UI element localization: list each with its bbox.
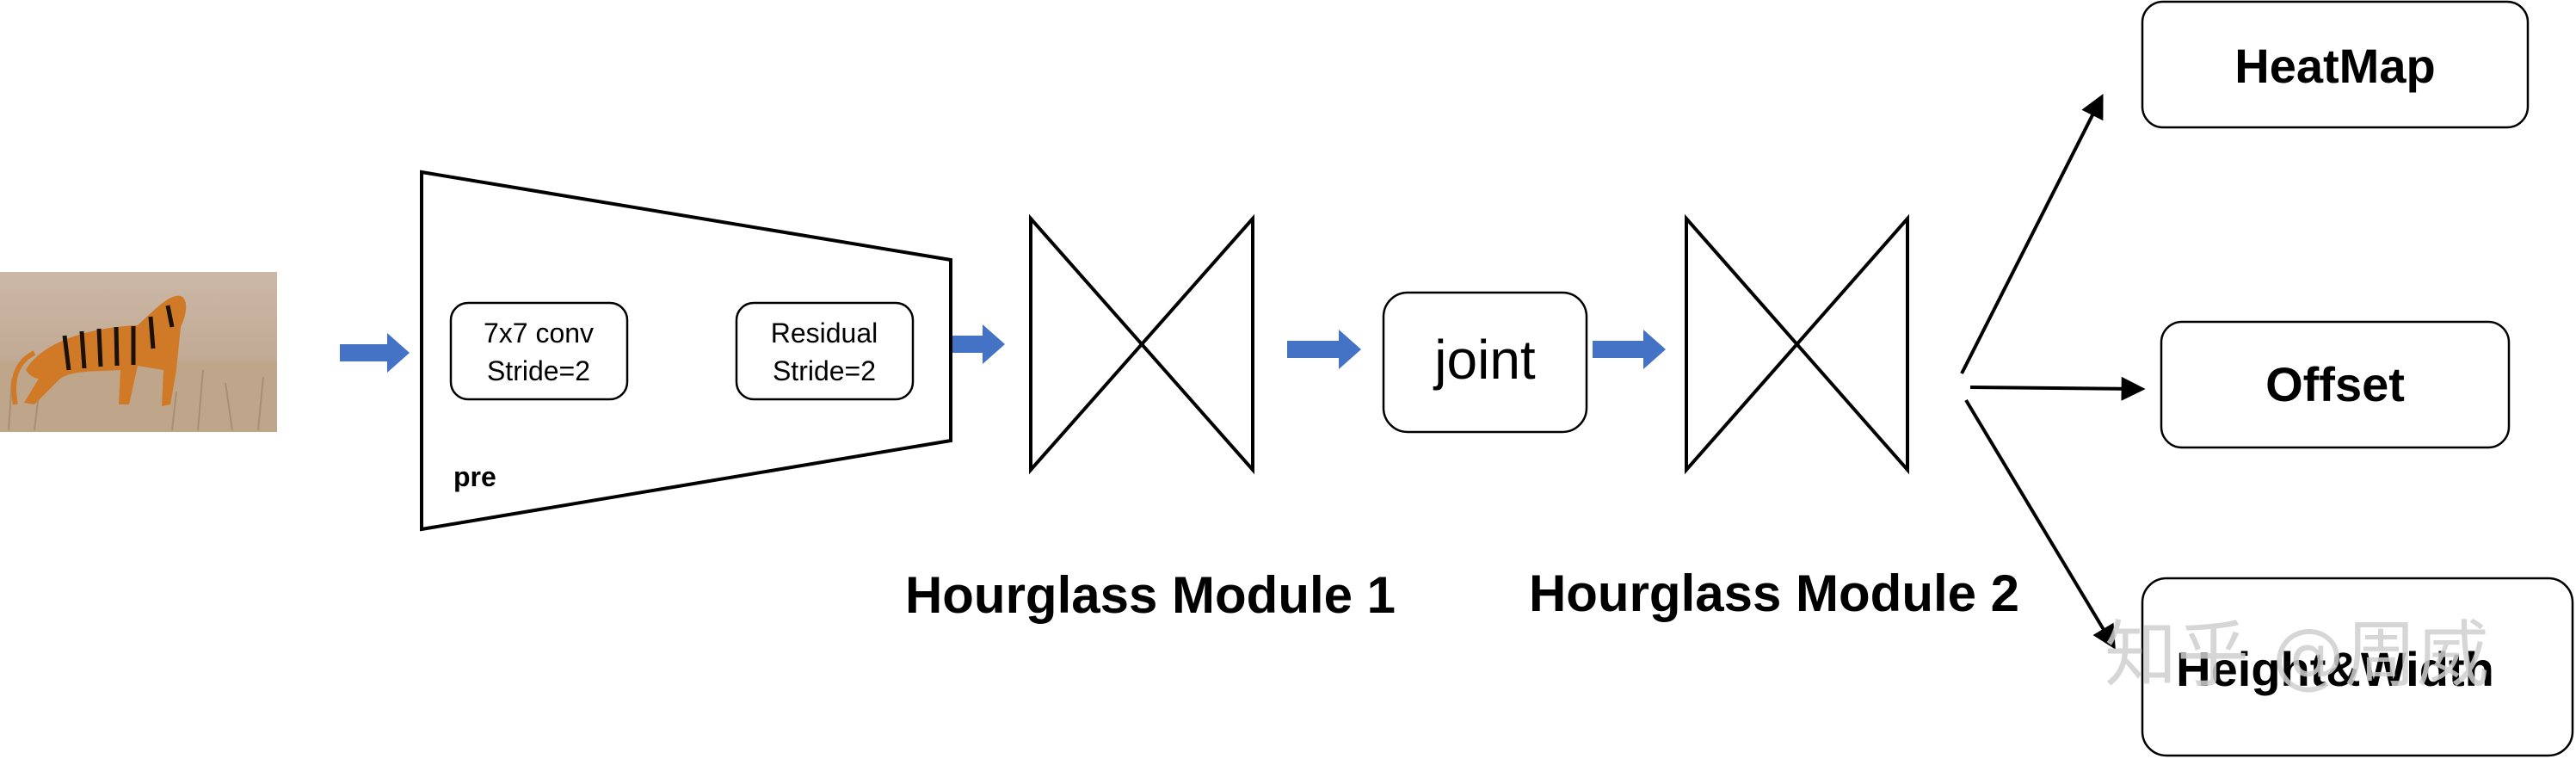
hourglass-module-1 [1029,213,1254,475]
pre-block [420,170,952,532]
flow-arrow-5 [1593,330,1666,369]
height-width-box [2141,577,2574,757]
flow-arrow-4 [1287,330,1361,369]
heatmap-label: HeatMap [2234,39,2435,93]
heatmap-box [2141,0,2530,129]
offset-box [2160,320,2511,449]
watermark: 知乎 @周威 [2105,613,2489,697]
arrow-to-height-width [1964,398,2116,650]
height-width-label: Height&Width [2176,642,2494,696]
flow-arrow-1 [340,333,410,373]
joint-box [1382,291,1588,434]
conv-label-line2: Stride=2 [487,355,590,386]
input-tiger-image [0,272,277,432]
hourglass-module-2 [1685,213,1909,475]
offset-label: Offset [2265,357,2405,411]
residual-label-line2: Stride=2 [773,355,876,386]
conv-label-line1: 7x7 conv [484,318,594,349]
arrow-to-heatmap [1960,94,2104,374]
conv-box [449,301,629,401]
residual-label-line1: Residual [771,318,878,349]
flow-arrow-3 [932,324,1005,364]
arrow-to-offset [1969,376,2146,401]
hourglass-module-2-label: Hourglass Module 2 [1529,565,2019,622]
residual-box [735,301,915,401]
joint-label: joint [1433,329,1536,391]
pre-label: pre [453,461,496,492]
hourglass-module-1-label: Hourglass Module 1 [905,566,1396,624]
